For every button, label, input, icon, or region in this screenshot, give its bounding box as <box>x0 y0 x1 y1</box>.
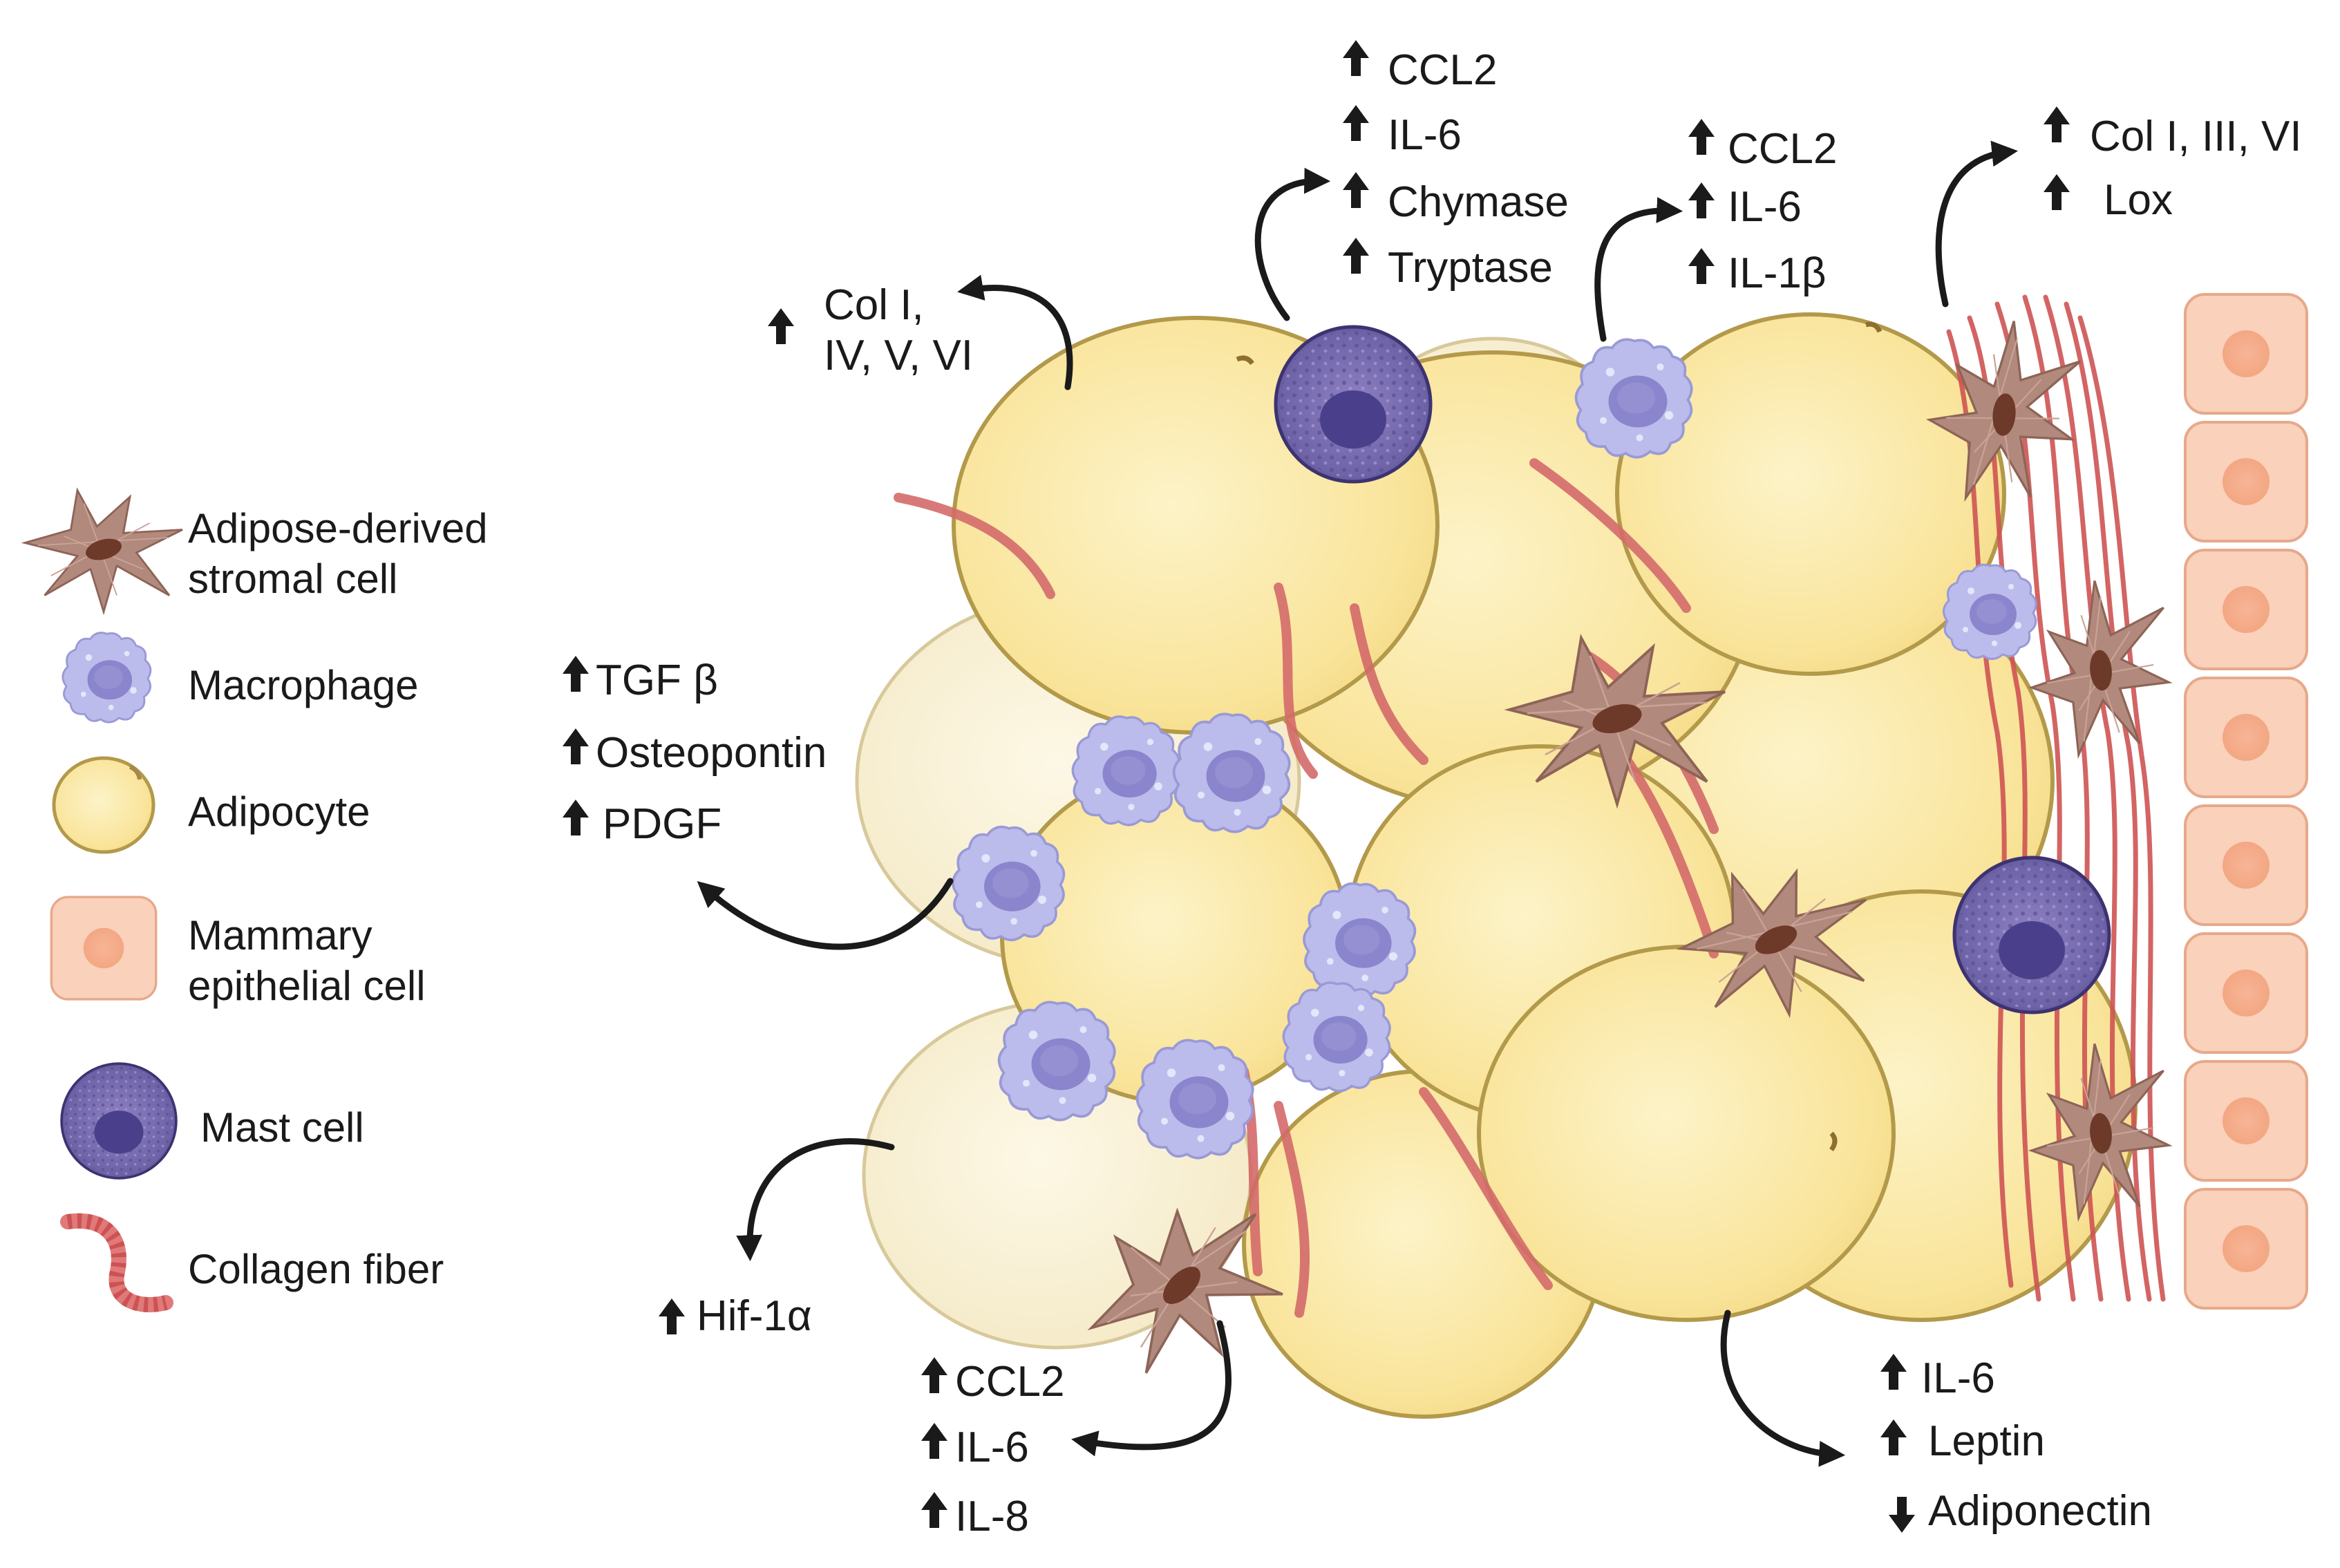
label-text: IL-6 <box>1728 183 1802 231</box>
macrophage <box>1303 882 1417 999</box>
label-text: CCL2 <box>1388 46 1498 94</box>
label-text: IL-1β <box>1728 249 1827 297</box>
label-hypoxia: Hif-1α <box>659 1292 812 1340</box>
mast-cell-icon <box>60 1062 178 1180</box>
label-text: IL-6 <box>1921 1354 1995 1402</box>
legend-label-mast: Mast cell <box>200 1104 364 1151</box>
mast-cell <box>1276 327 1431 482</box>
legend-label-collagen: Collagen fiber <box>188 1246 444 1292</box>
mast-cell <box>1954 858 2109 1012</box>
label-text: Hif-1α <box>697 1292 812 1340</box>
macrophage <box>1135 1039 1254 1160</box>
macrophage <box>997 1001 1116 1122</box>
label-macrophage-top: CCL2 IL-6 IL-1β <box>1688 119 1838 297</box>
legend-label-epithelial-2: epithelial cell <box>188 963 426 1009</box>
signal-arrows <box>697 140 2019 1467</box>
label-adipocyte-collagen: Col I, IV, V, VI <box>768 281 973 379</box>
legend-label-stromal-2: stromal cell <box>188 556 397 602</box>
label-text: Lox <box>2104 176 2173 224</box>
label-text: TGF β <box>596 657 718 704</box>
label-macrophage-left: TGF β Osteopontin PDGF <box>563 656 827 848</box>
legend-label-adipocyte: Adipocyte <box>188 788 370 835</box>
stromal-cell-icon <box>23 489 184 613</box>
legend: Adipose-derived stromal cell Macrophage … <box>23 489 488 1312</box>
label-text: Adiponectin <box>1928 1487 2152 1535</box>
tissue <box>855 293 2308 1419</box>
mammary-epithelial-cell-icon <box>50 896 158 1001</box>
label-text: CCL2 <box>1728 125 1838 173</box>
macrophage <box>1574 338 1693 459</box>
label-text: IV, V, VI <box>824 332 973 379</box>
label-text: IL-6 <box>1388 111 1462 159</box>
macrophage <box>952 825 1066 942</box>
label-text: Tryptase <box>1388 244 1553 292</box>
adipocyte-icon <box>52 756 155 854</box>
collagen-fiber-icon <box>60 1213 173 1312</box>
label-text: Col I, <box>824 281 924 329</box>
label-text: IL-8 <box>955 1493 1029 1540</box>
mammary-epithelium <box>2184 293 2308 1310</box>
label-text: Osteopontin <box>596 729 827 777</box>
label-stromal-top: Col I, III, VI Lox <box>2044 106 2302 224</box>
adipocyte <box>1615 312 2006 676</box>
macrophage <box>1172 712 1291 833</box>
legend-label-stromal-1: Adipose-derived <box>188 505 488 551</box>
legend-label-epithelial-1: Mammary <box>188 912 372 958</box>
label-adipocyte-bottom: IL-6 Leptin Adiponectin <box>1880 1354 2152 1535</box>
label-mast-top: CCL2 IL-6 Chymase Tryptase <box>1343 40 1569 292</box>
label-text: CCL2 <box>955 1358 1065 1406</box>
macrophage <box>1942 563 2037 661</box>
legend-label-macrophage: Macrophage <box>188 662 419 708</box>
label-text: IL-6 <box>955 1424 1029 1471</box>
macrophage <box>1282 981 1391 1093</box>
label-text: Col I, III, VI <box>2090 113 2302 160</box>
macrophage-icon <box>62 632 152 724</box>
label-stromal-bottom: CCL2 IL-6 IL-8 <box>921 1357 1065 1540</box>
macrophage <box>1071 715 1180 826</box>
label-text: PDGF <box>603 800 721 848</box>
label-text: Chymase <box>1388 178 1569 226</box>
label-text: Leptin <box>1928 1417 2045 1465</box>
